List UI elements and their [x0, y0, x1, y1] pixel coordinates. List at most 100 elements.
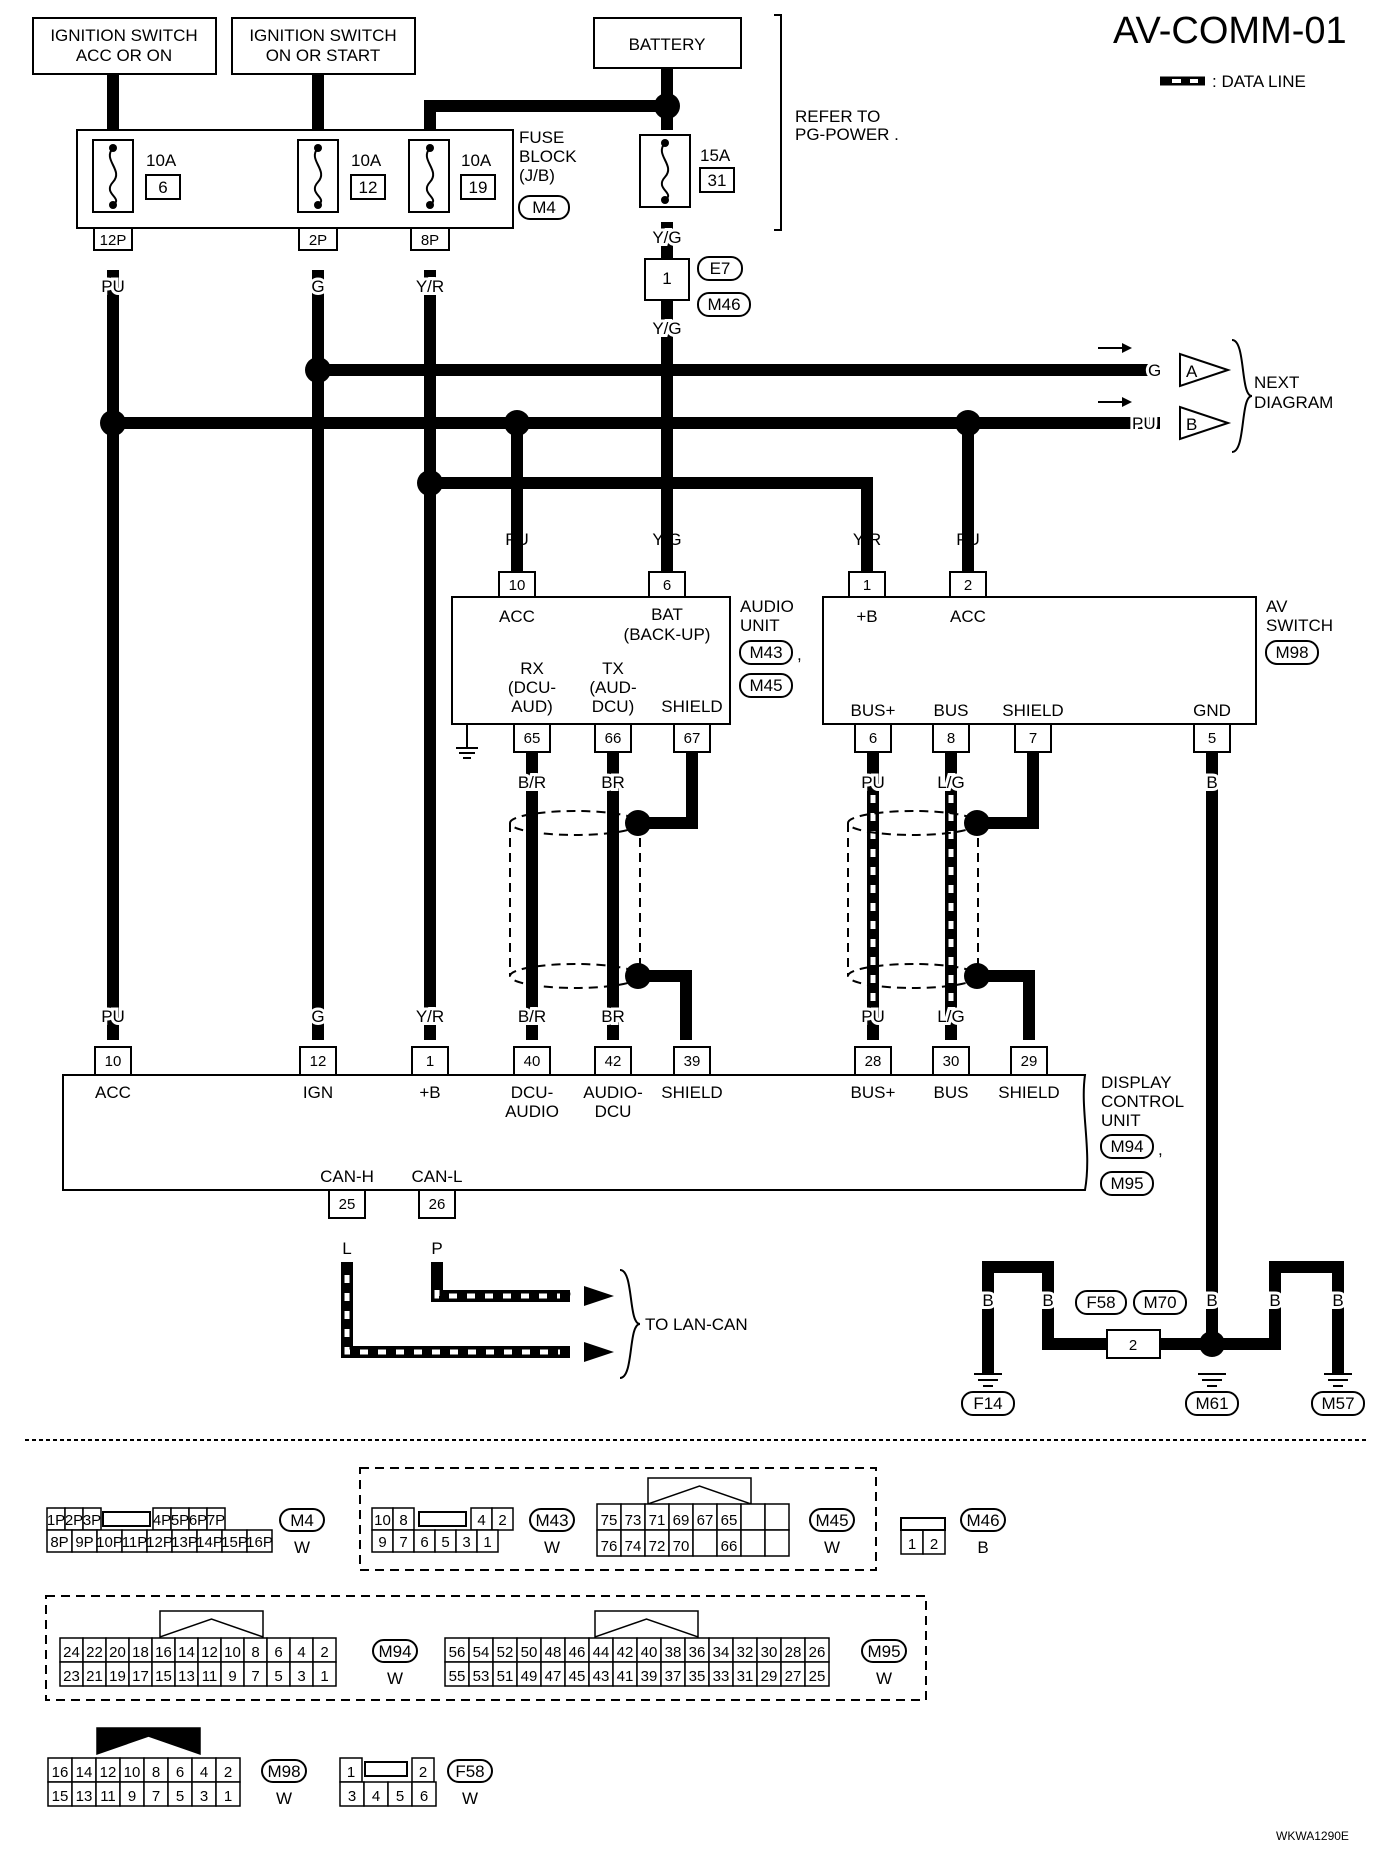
svg-text:ACC: ACC [499, 607, 535, 626]
svg-text:6: 6 [176, 1764, 184, 1781]
m95-cavity: 44 [588, 1637, 614, 1663]
svg-text:20: 20 [109, 1644, 126, 1661]
lan-can: P L TO LAN-CAN [560, 1269, 748, 1379]
svg-text:M57: M57 [1321, 1394, 1354, 1413]
svg-text:3: 3 [297, 1668, 305, 1685]
m4-cavity: 2P [64, 1507, 84, 1531]
group-box-audio [359, 1467, 877, 1571]
svg-text:37: 37 [665, 1668, 682, 1685]
m95-cavity: 36 [684, 1637, 710, 1663]
m98-cavity: 15 [47, 1781, 73, 1807]
svg-text:56: 56 [449, 1644, 466, 1661]
svg-text:+B: +B [856, 607, 877, 626]
m43-cavity: 9 [371, 1529, 394, 1553]
svg-text:29: 29 [1021, 1053, 1038, 1070]
m98-cavity: 16 [47, 1757, 73, 1783]
m95-cavity: 39 [636, 1661, 662, 1687]
f58-cavity: 5 [387, 1781, 413, 1807]
svg-text:DCU-: DCU- [511, 1083, 554, 1102]
svg-text:DIAGRAM: DIAGRAM [1254, 393, 1333, 412]
svg-text:P: P [560, 1287, 571, 1306]
m95-cavity: 28 [780, 1637, 806, 1663]
svg-text:42: 42 [605, 1053, 622, 1070]
svg-text:Y/G: Y/G [652, 228, 681, 247]
svg-text:Y/R: Y/R [853, 530, 881, 549]
svg-text:2: 2 [224, 1764, 232, 1781]
m43-cavity: 6 [413, 1529, 436, 1553]
m95-cavity: 34 [708, 1637, 734, 1663]
m43-cavity: 2 [491, 1507, 514, 1531]
m46-cavity: 1 [900, 1529, 924, 1555]
svg-text:F58: F58 [455, 1762, 484, 1781]
audio-unit: PU 10 ACC Y/G 6 BAT (BACK-UP) RX (DCU- A… [451, 530, 802, 795]
m95-cavity: 25 [804, 1661, 830, 1687]
m98-cavity: 12 [95, 1757, 121, 1783]
m45-cavity [764, 1529, 790, 1557]
svg-text:19: 19 [469, 178, 488, 197]
shield-cables [509, 810, 979, 989]
m45-cavity: 69 [668, 1503, 694, 1531]
svg-text:L/G: L/G [937, 1007, 964, 1026]
svg-text:(BACK-UP): (BACK-UP) [624, 625, 711, 644]
svg-text:B: B [1206, 773, 1217, 792]
f58-cavity: 3 [339, 1781, 365, 1807]
svg-text:35: 35 [689, 1668, 706, 1685]
svg-text:TO LAN-CAN: TO LAN-CAN [645, 1315, 748, 1334]
svg-text:M46: M46 [707, 295, 740, 314]
display-control-unit: PU10ACCG12IGNY/R1+BB/R40DCU-AUDIOBR42AUD… [62, 1004, 1184, 1258]
svg-text:32: 32 [737, 1644, 754, 1661]
m94-cavity: 12 [197, 1637, 222, 1663]
svg-text:2: 2 [964, 577, 972, 594]
svg-text:A: A [1186, 362, 1198, 381]
data-line-legend: : DATA LINE [1160, 72, 1306, 91]
dcu-top-pins: PU10ACCG12IGNY/R1+BB/R40DCU-AUDIOBR42AUD… [94, 1004, 1060, 1121]
svg-text:21: 21 [86, 1668, 103, 1685]
svg-text:BUS: BUS [934, 701, 969, 720]
svg-text:W: W [462, 1789, 478, 1808]
svg-text:9: 9 [378, 1534, 386, 1551]
svg-text:4: 4 [200, 1764, 208, 1781]
m4-cavity: 12P [146, 1529, 173, 1553]
svg-text:11: 11 [202, 1668, 218, 1685]
svg-text:G: G [311, 277, 324, 296]
svg-text:AUDIO: AUDIO [740, 597, 794, 616]
svg-text:8P: 8P [50, 1534, 68, 1551]
m94-cavity: 1 [312, 1661, 337, 1687]
svg-text:50: 50 [521, 1644, 538, 1661]
m94-cavity: 20 [105, 1637, 130, 1663]
svg-text:M61: M61 [1195, 1394, 1228, 1413]
m98-cavity: 4 [191, 1757, 217, 1783]
svg-text:5: 5 [176, 1788, 184, 1805]
f58-connector-id [447, 1759, 493, 1783]
m98-cavity: 11 [95, 1781, 121, 1807]
svg-text:P: P [431, 1239, 442, 1258]
svg-text:BAT: BAT [651, 605, 683, 624]
svg-text:31: 31 [708, 171, 727, 190]
m45-cavity: 66 [716, 1529, 742, 1557]
svg-text:12: 12 [100, 1764, 117, 1781]
svg-text:Y/R: Y/R [416, 277, 444, 296]
svg-text:3: 3 [348, 1788, 356, 1805]
m95-cavity: 37 [660, 1661, 686, 1687]
m4-cavity: 10P [96, 1529, 123, 1553]
m98-cavity: 14 [71, 1757, 97, 1783]
m94-cavity: 9 [220, 1661, 245, 1687]
m98-cavity: 5 [167, 1781, 193, 1807]
svg-text:10A: 10A [461, 151, 492, 170]
m4-cavity: 8P [46, 1529, 73, 1553]
svg-text:5: 5 [396, 1788, 404, 1805]
svg-text:74: 74 [625, 1538, 642, 1555]
m95-cavity: 38 [660, 1637, 686, 1663]
ground-section: B B B B B F58 M70 2 F14 M61 M57 [961, 1288, 1365, 1416]
m43-cavity: 1 [476, 1529, 499, 1553]
m98-cavity: 10 [119, 1757, 145, 1783]
svg-text:10P: 10P [96, 1534, 123, 1551]
svg-text:BLOCK: BLOCK [519, 147, 577, 166]
svg-text:W: W [824, 1538, 840, 1557]
m45-cavity [740, 1503, 766, 1531]
m95-cavity: 33 [708, 1661, 734, 1687]
